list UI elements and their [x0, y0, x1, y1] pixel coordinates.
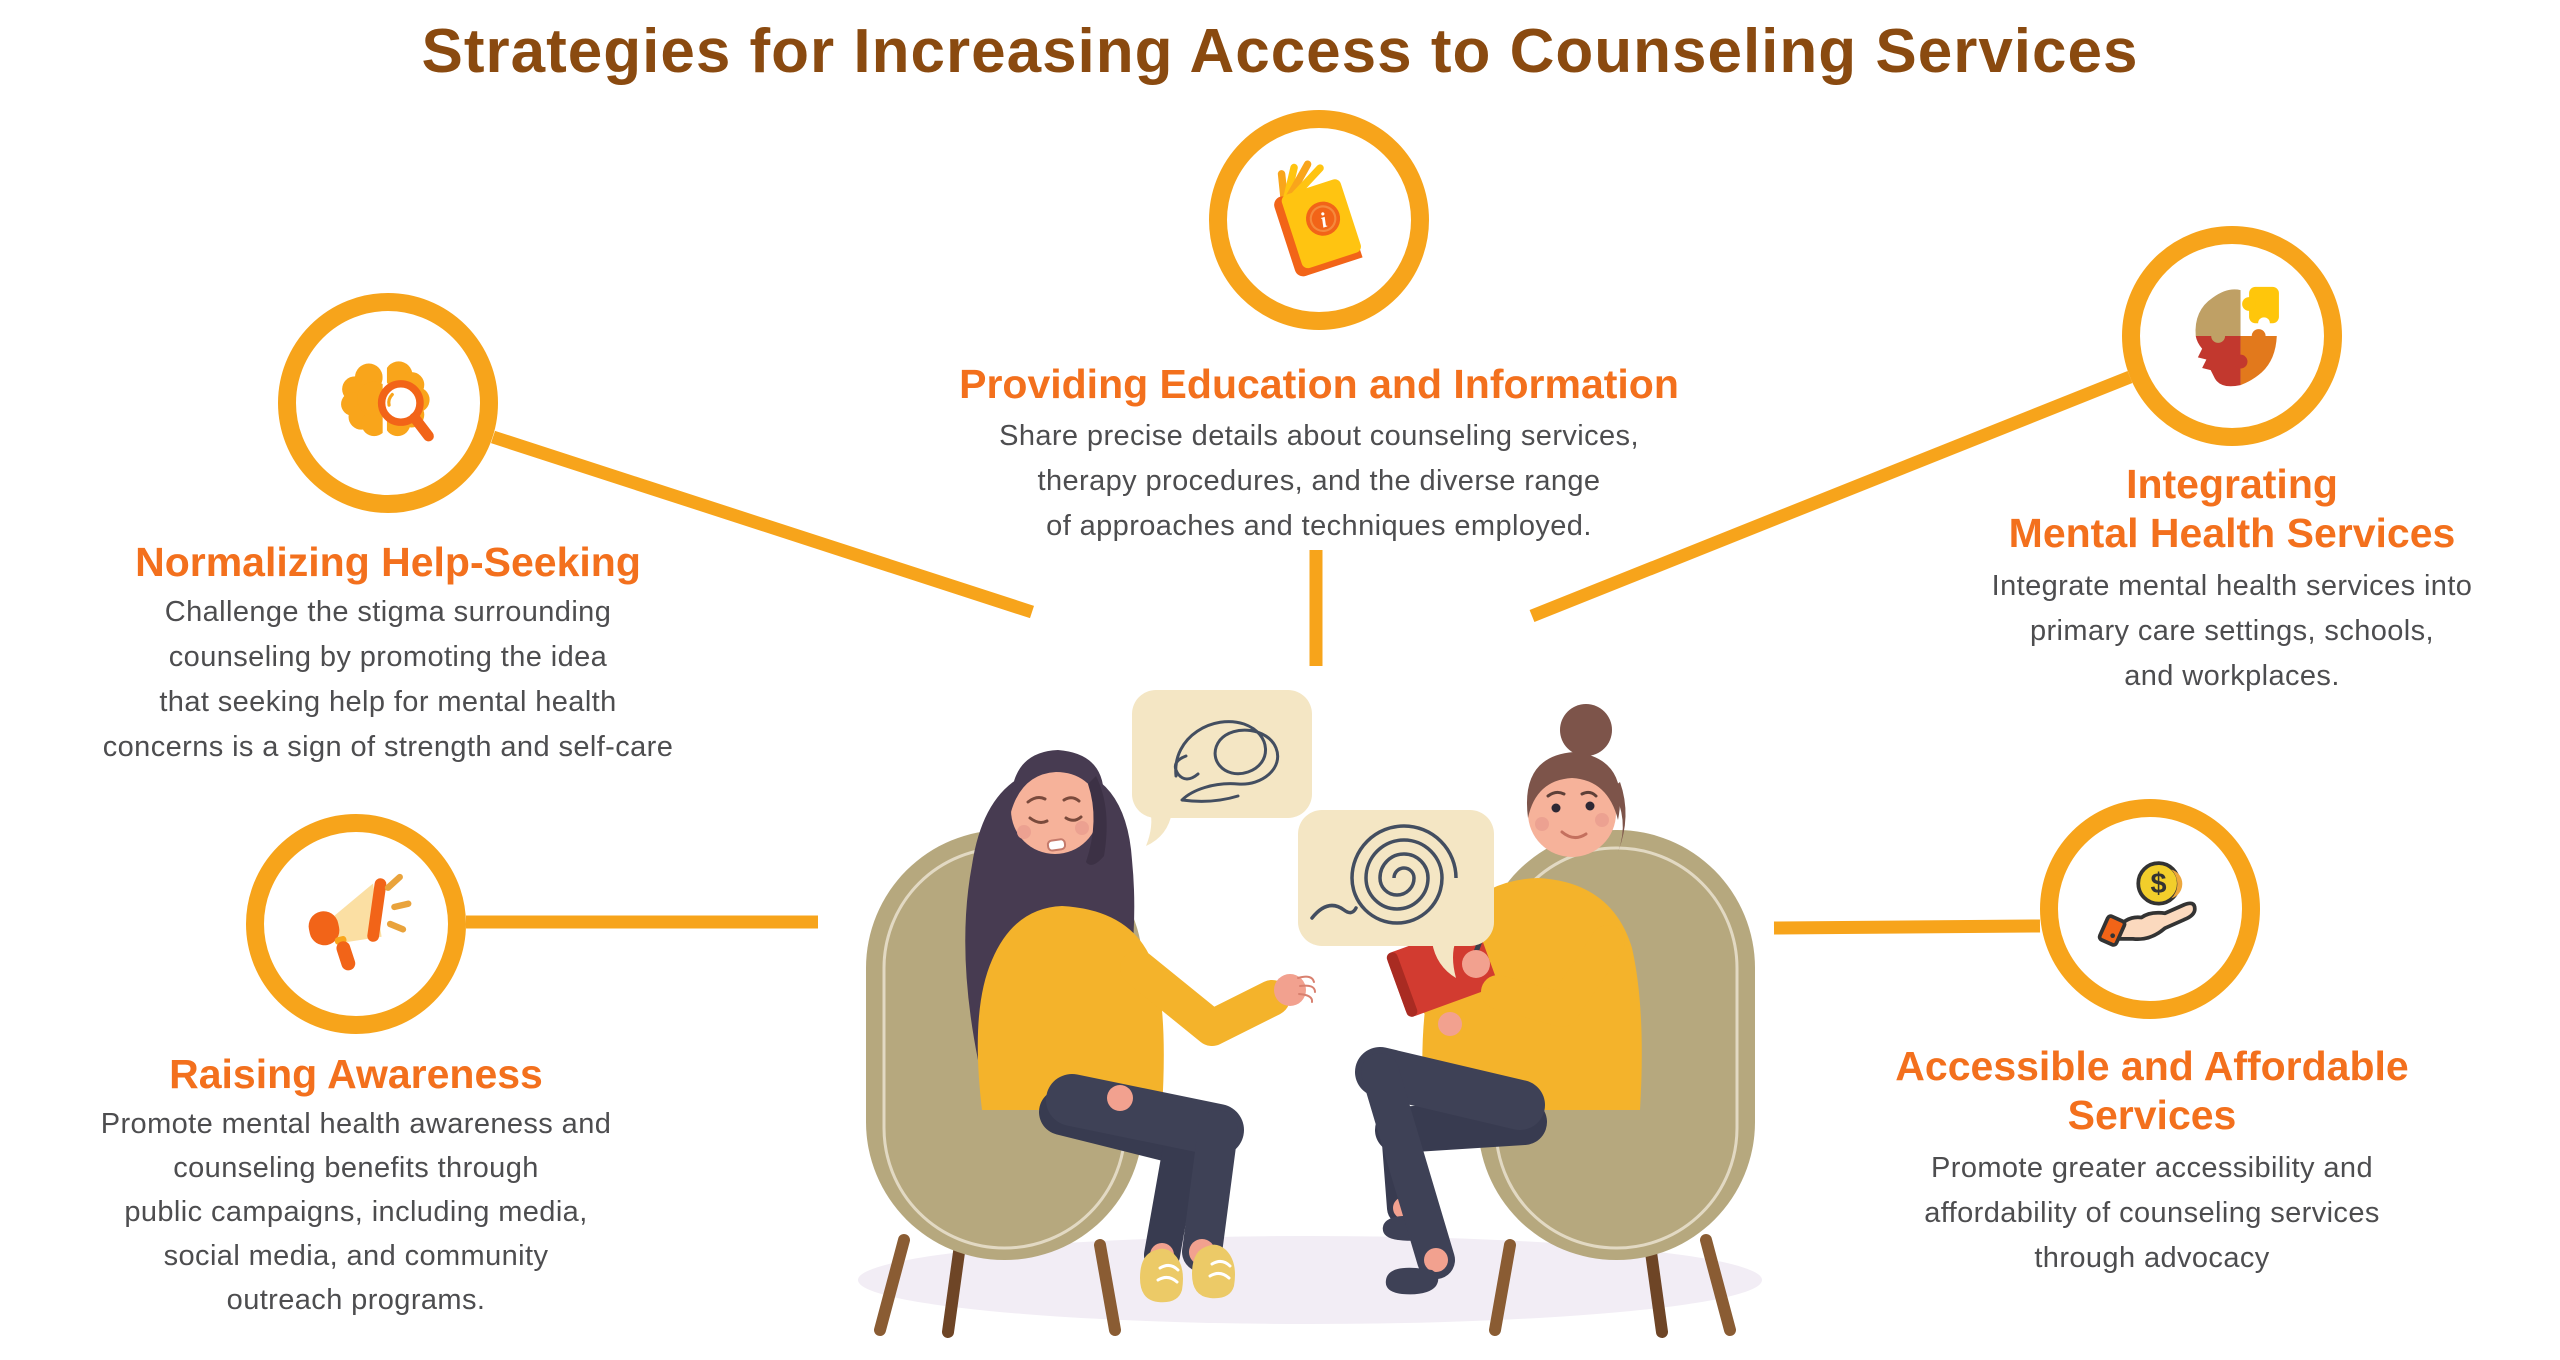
- counselor-hand: [1462, 950, 1490, 978]
- counselor-face: [1528, 769, 1616, 857]
- page-title: Strategies for Increasing Access to Coun…: [421, 17, 2139, 86]
- strategy-heading: Raising Awareness: [169, 1051, 543, 1097]
- counselor-shoe: [1385, 1267, 1439, 1295]
- strategy-description: Share precise details about counseling s…: [999, 420, 1639, 542]
- dollar-glyph: $: [2151, 868, 2167, 900]
- hand-money-icon: $: [2097, 861, 2197, 947]
- client-shoe: [1192, 1244, 1235, 1299]
- speech-bubble-tangled: [1132, 690, 1312, 846]
- strategy-heading: Integrating Mental Health Services: [2008, 461, 2456, 556]
- speech-bubble-spiral: [1298, 810, 1494, 978]
- connector-integrating: [1529, 370, 2133, 623]
- normalizing-icon-badge: [278, 293, 498, 513]
- notebook: [1386, 923, 1497, 1017]
- strategy-description: Integrate mental health services into pr…: [1991, 570, 2473, 692]
- accessible-icon-badge: $: [2040, 799, 2260, 1019]
- book-info-icon: i: [1274, 160, 1363, 277]
- counselor-hair-bun: [1560, 704, 1612, 756]
- strategy-description: Challenge the stigma surrounding counsel…: [102, 596, 674, 763]
- client-figure: [965, 750, 1316, 1303]
- integrating-icon-badge: [2122, 226, 2342, 446]
- megaphone-icon: [308, 873, 412, 971]
- connector-normalizing: [490, 430, 1035, 619]
- floor-shadow: [858, 1236, 1762, 1324]
- connector-accessible: [1773, 919, 2041, 935]
- head-puzzle-icon: [2195, 286, 2279, 387]
- client-shoe: [1140, 1248, 1183, 1303]
- strategy-heading: Accessible and Affordable Services: [1895, 1043, 2409, 1138]
- counseling-session-illustration: [858, 690, 1762, 1338]
- awareness-icon-badge: [246, 814, 466, 1034]
- client-hand: [1274, 974, 1306, 1006]
- strategy-heading: Normalizing Help-Seeking: [135, 539, 641, 585]
- brain-magnifier-icon: [341, 361, 434, 442]
- education-icon-badge: i: [1209, 110, 1429, 330]
- strategy-description: Promote mental health awareness and coun…: [100, 1108, 612, 1316]
- strategy-description: Promote greater accessibility and afford…: [1924, 1152, 2380, 1274]
- strategy-heading: Providing Education and Information: [959, 361, 1679, 407]
